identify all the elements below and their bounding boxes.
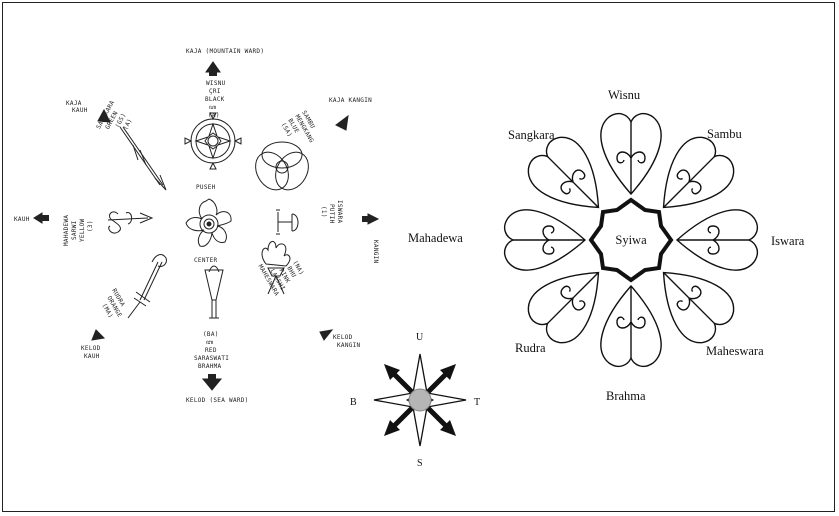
wisnu-block-line: BLACK <box>205 96 225 103</box>
center-label-syiwa: Syiwa <box>615 233 647 247</box>
compass-east-label: T <box>474 397 480 408</box>
center-lotus-icon <box>186 199 231 246</box>
triple-loop-icon <box>249 142 315 196</box>
kauh-block: MAHADEWA SARWI YELLOW (3) <box>63 215 94 246</box>
cakra-wheel-icon <box>185 113 241 169</box>
kelod-arrow-icon <box>203 379 221 390</box>
kelod-kauh-arrow-icon <box>92 330 104 340</box>
kauh-label: KAUH <box>14 216 30 223</box>
puseh-label: PUSEH <box>196 184 216 191</box>
label-brahma: Brahma <box>606 389 646 403</box>
sketch-panel: PUSEH CENTER KAJA (MOUNTAIN WARD) WISNU … <box>14 48 379 404</box>
kelod-kangin-block: (NA) BHU PINK LAKSHI MAHESWARA <box>257 247 308 297</box>
compass-rose: U S B T <box>350 332 480 469</box>
brahma-block-line: (BA) <box>203 331 219 338</box>
kaja-kangin-block: SAMBU MENGKANG BLUE (SA) <box>279 110 322 153</box>
petal-north <box>601 114 661 194</box>
kangin-label: KANGIN <box>372 240 379 264</box>
label-wisnu: Wisnu <box>608 88 641 102</box>
bell-icon <box>276 210 298 234</box>
petal-south <box>601 286 661 366</box>
kelod-kauh-label: KELOD <box>81 345 101 352</box>
kaja-label: KAJA (MOUNTAIN WARD) <box>186 48 264 55</box>
kaja-kangin-arrow-icon <box>336 116 348 130</box>
kaja-arrow-icon <box>206 62 220 72</box>
kelod-kangin-arrow-icon <box>320 330 332 340</box>
kauh-arrow-icon <box>34 213 42 223</box>
wisnu-block-line: WISNU <box>206 80 226 87</box>
brahma-block-line: ꦧ <box>206 339 214 346</box>
kaja-kauh-block: SANGKARA GREEN (GS) (A) <box>95 99 137 141</box>
kangin-block-line: PUTIH <box>328 204 335 224</box>
kaja-kauh-label: KAJA <box>66 100 82 107</box>
label-sambu: Sambu <box>707 127 742 141</box>
wisnu-block: WISNU ÇRI BLACK ꦲ (A) <box>205 80 226 119</box>
serpent-weapon-icon <box>108 212 152 233</box>
kangin-arrow-icon <box>368 214 378 224</box>
compass-center-disc <box>409 389 431 411</box>
kangin-block: ISWARA PUTIH (1) <box>320 200 343 224</box>
nawa-sanga-diagram: Syiwa <box>505 114 758 367</box>
compass-south-label: S <box>417 458 423 469</box>
kelod-kauh-block: RUDRA ORANGE (MA) <box>96 288 130 323</box>
kaja-kauh-label: KAUH <box>72 107 88 114</box>
brahma-block-line: BRAHMA <box>198 363 222 370</box>
trident-weapon-icon <box>128 255 166 318</box>
kelod-kauh-label: KAUH <box>84 353 100 360</box>
wisnu-block-line: ꦲ <box>209 104 216 111</box>
wisnu-block-line: ÇRI <box>209 88 221 95</box>
brahma-block-line: SARASWATI <box>194 355 229 362</box>
kauh-block-line: YELLOW <box>79 218 86 242</box>
kelod-kangin-label: KANGIN <box>337 342 361 349</box>
center-label: CENTER <box>194 257 218 264</box>
label-rudra: Rudra <box>515 341 546 355</box>
kauh-block-line: SARWI <box>71 220 78 240</box>
kangin-block-line: ISWARA <box>336 200 343 224</box>
petal-east <box>677 210 757 270</box>
kangin-block-line: (1) <box>320 206 327 218</box>
compass-north-label: U <box>416 332 424 343</box>
kauh-block-line: (3) <box>87 220 94 232</box>
label-maheswara: Maheswara <box>706 344 764 358</box>
kelod-label: KELOD (SEA WARD) <box>186 397 249 404</box>
label-mahadewa: Mahadewa <box>408 231 463 245</box>
label-sangkara: Sangkara <box>508 128 555 142</box>
wisnu-block-line: (A) <box>208 112 220 119</box>
kelod-kangin-label: KELOD <box>333 334 353 341</box>
mace-gada-icon <box>205 266 223 318</box>
kauh-block-line: MAHADEWA <box>63 215 70 246</box>
compass-west-label: B <box>350 397 357 408</box>
label-iswara: Iswara <box>771 234 805 248</box>
arrow-weapon-icon <box>120 127 166 190</box>
brahma-block-line: RED <box>205 347 217 354</box>
kaja-kangin-label: KAJA KANGIN <box>329 97 372 104</box>
petal-west <box>505 210 585 270</box>
